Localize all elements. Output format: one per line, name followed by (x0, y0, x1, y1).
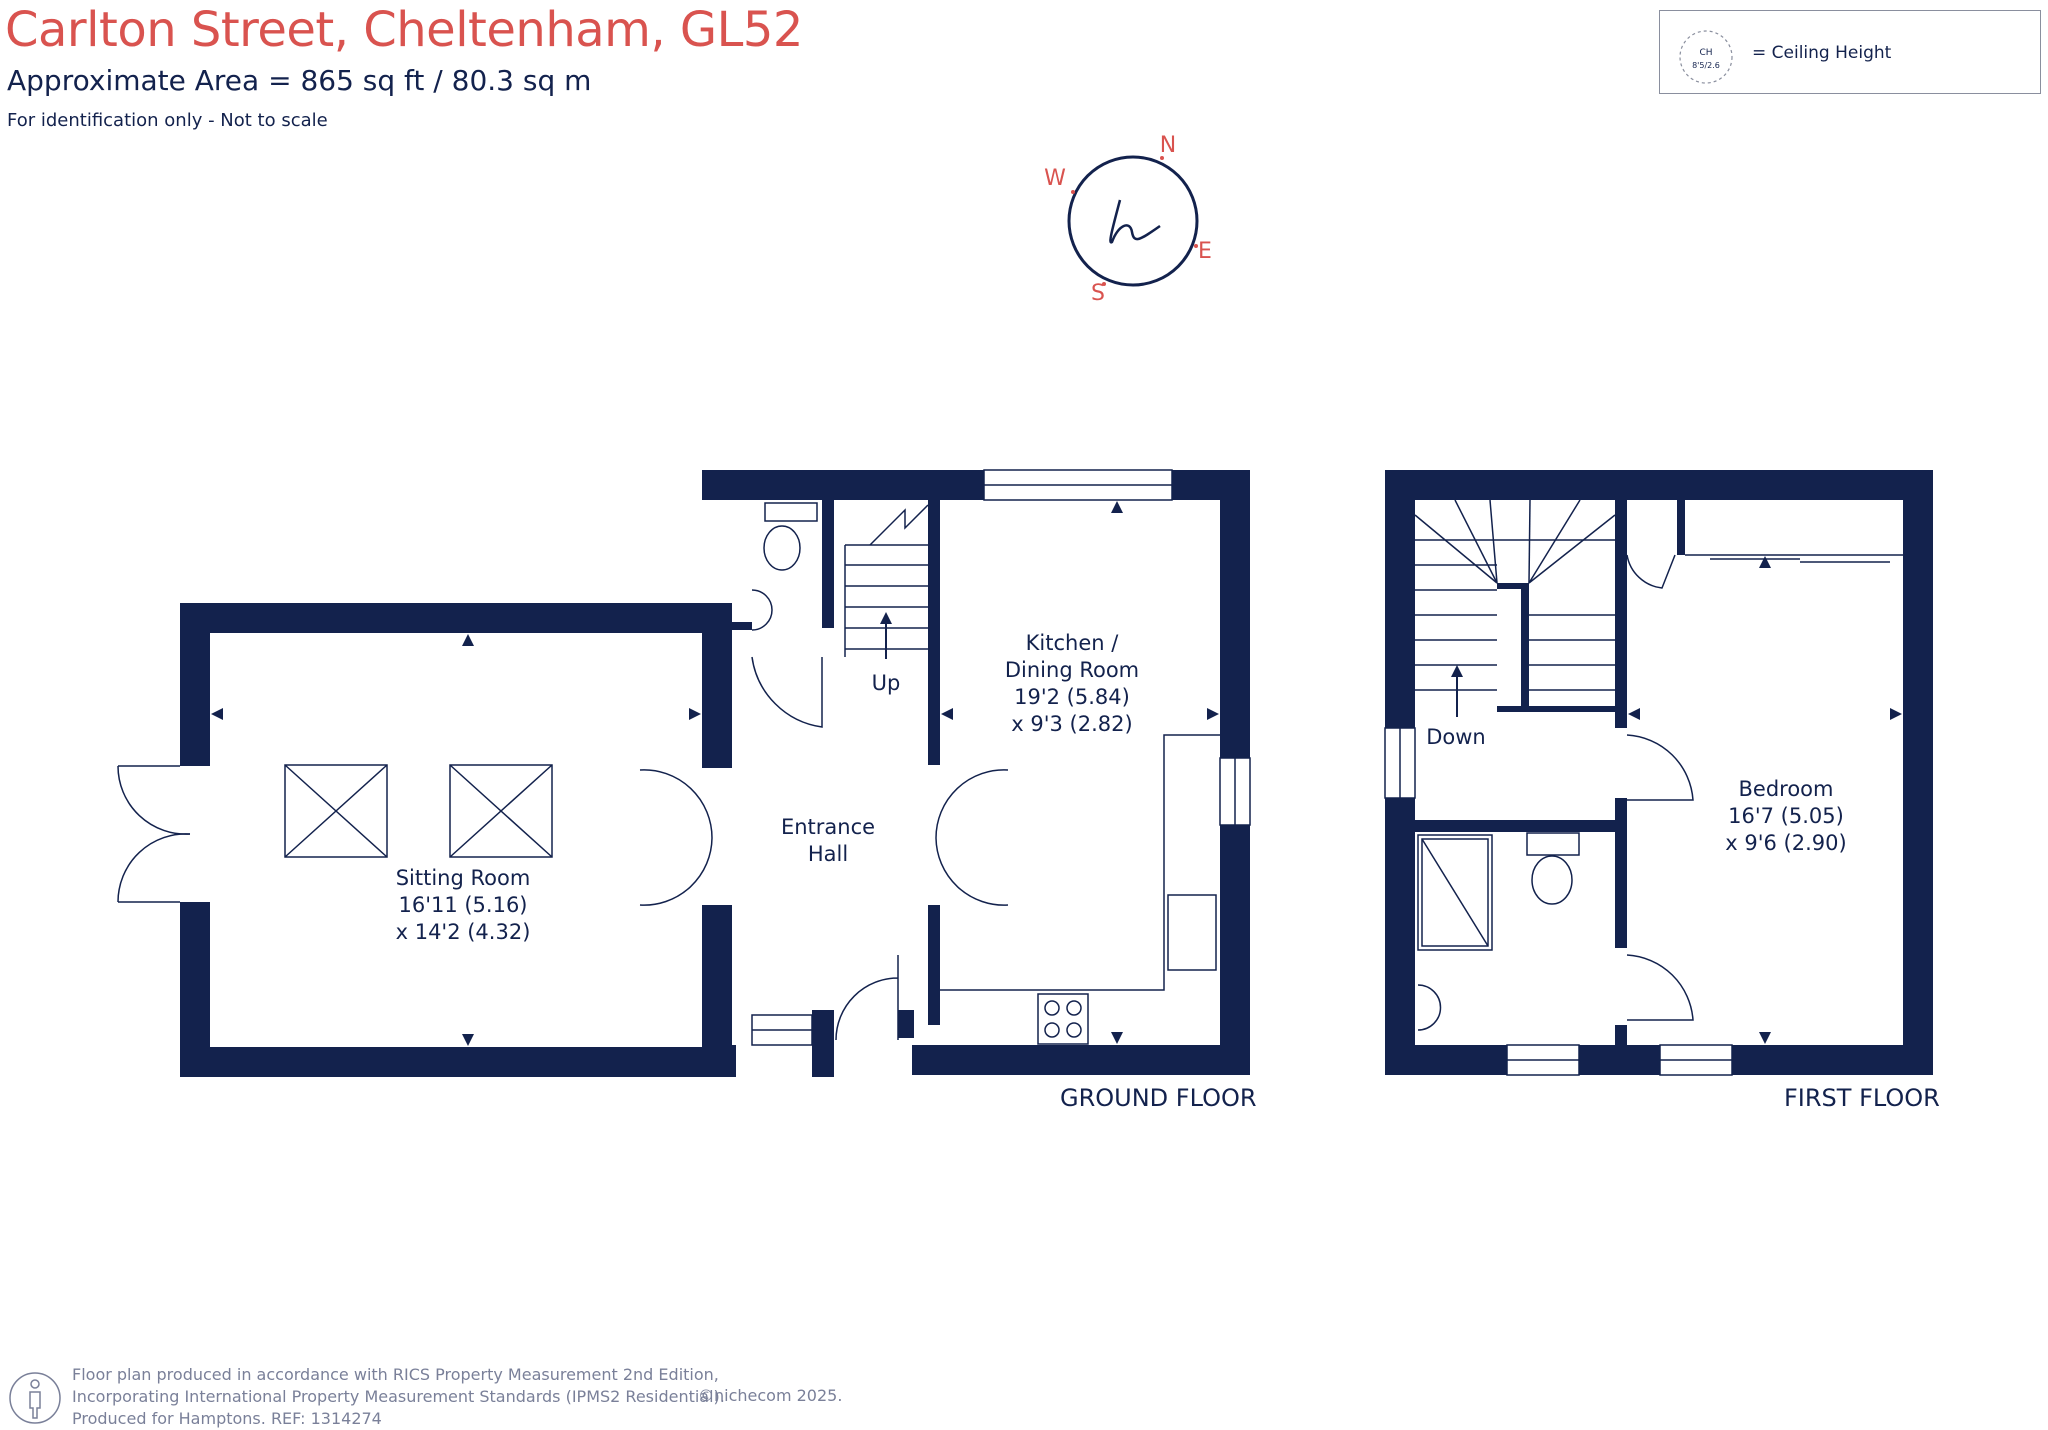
sitting-room-dim1: 16'11 (5.16) (398, 893, 527, 917)
footer-line-2: Incorporating International Property Mea… (72, 1387, 725, 1406)
compass-west: W (1044, 166, 1066, 191)
bedroom-name: Bedroom (1739, 777, 1834, 801)
entrance-hall-name1: Entrance (781, 815, 875, 839)
compass-north: N (1160, 133, 1176, 158)
approximate-area: Approximate Area = 865 sq ft / 80.3 sq m (7, 64, 592, 97)
stairs-down-label: Down (1426, 725, 1486, 749)
logo-icon (1109, 199, 1161, 244)
compass-east: E (1198, 239, 1212, 264)
compass: N E S W (1044, 133, 1212, 306)
footer-notes: Floor plan produced in accordance with R… (72, 1364, 725, 1430)
kitchen-dim1: 19'2 (5.84) (1014, 685, 1130, 709)
ground-floor-label: GROUND FLOOR (1060, 1084, 1257, 1112)
ceiling-height-label: = Ceiling Height (1752, 43, 1892, 63)
first-floor-dimension-arrows (1451, 556, 1902, 1044)
person-icon (9, 1372, 61, 1424)
ground-floor-dimension-arrows (211, 501, 1219, 1046)
ceiling-height-symbol-icon: CH 8'5/2.6 (1679, 30, 1733, 84)
bedroom-dim2: x 9'6 (2.90) (1725, 831, 1846, 855)
copyright: ©nichecom 2025. (698, 1386, 843, 1405)
ground-floor-plan (180, 470, 1250, 1077)
compass-south: S (1091, 281, 1105, 306)
identification-note: For identification only - Not to scale (7, 110, 328, 131)
footer-line-3: Produced for Hamptons. REF: 1314274 (72, 1409, 382, 1428)
footer-line-1: Floor plan produced in accordance with R… (72, 1365, 719, 1384)
first-floor-plan (1385, 470, 1933, 1075)
first-floor-details (1384, 499, 1903, 1076)
bedroom-dim1: 16'7 (5.05) (1728, 804, 1844, 828)
property-title: Carlton Street, Cheltenham, GL52 (5, 2, 803, 58)
kitchen-name1: Kitchen / (1026, 631, 1120, 655)
ceiling-height-symbol-top: CH (1699, 48, 1712, 58)
ground-floor-details (117, 469, 1251, 1046)
kitchen-name2: Dining Room (1005, 658, 1139, 682)
kitchen-dim2: x 9'3 (2.82) (1011, 712, 1132, 736)
entrance-hall-name2: Hall (808, 842, 848, 866)
sitting-room-name: Sitting Room (396, 866, 531, 890)
sitting-room-dim2: x 14'2 (4.32) (396, 920, 531, 944)
ceiling-height-legend: CH 8'5/2.6 = Ceiling Height (1659, 10, 2041, 94)
stairs-up-label: Up (872, 671, 901, 695)
first-floor-label: FIRST FLOOR (1784, 1084, 1940, 1112)
ceiling-height-symbol-bottom: 8'5/2.6 (1692, 61, 1720, 70)
